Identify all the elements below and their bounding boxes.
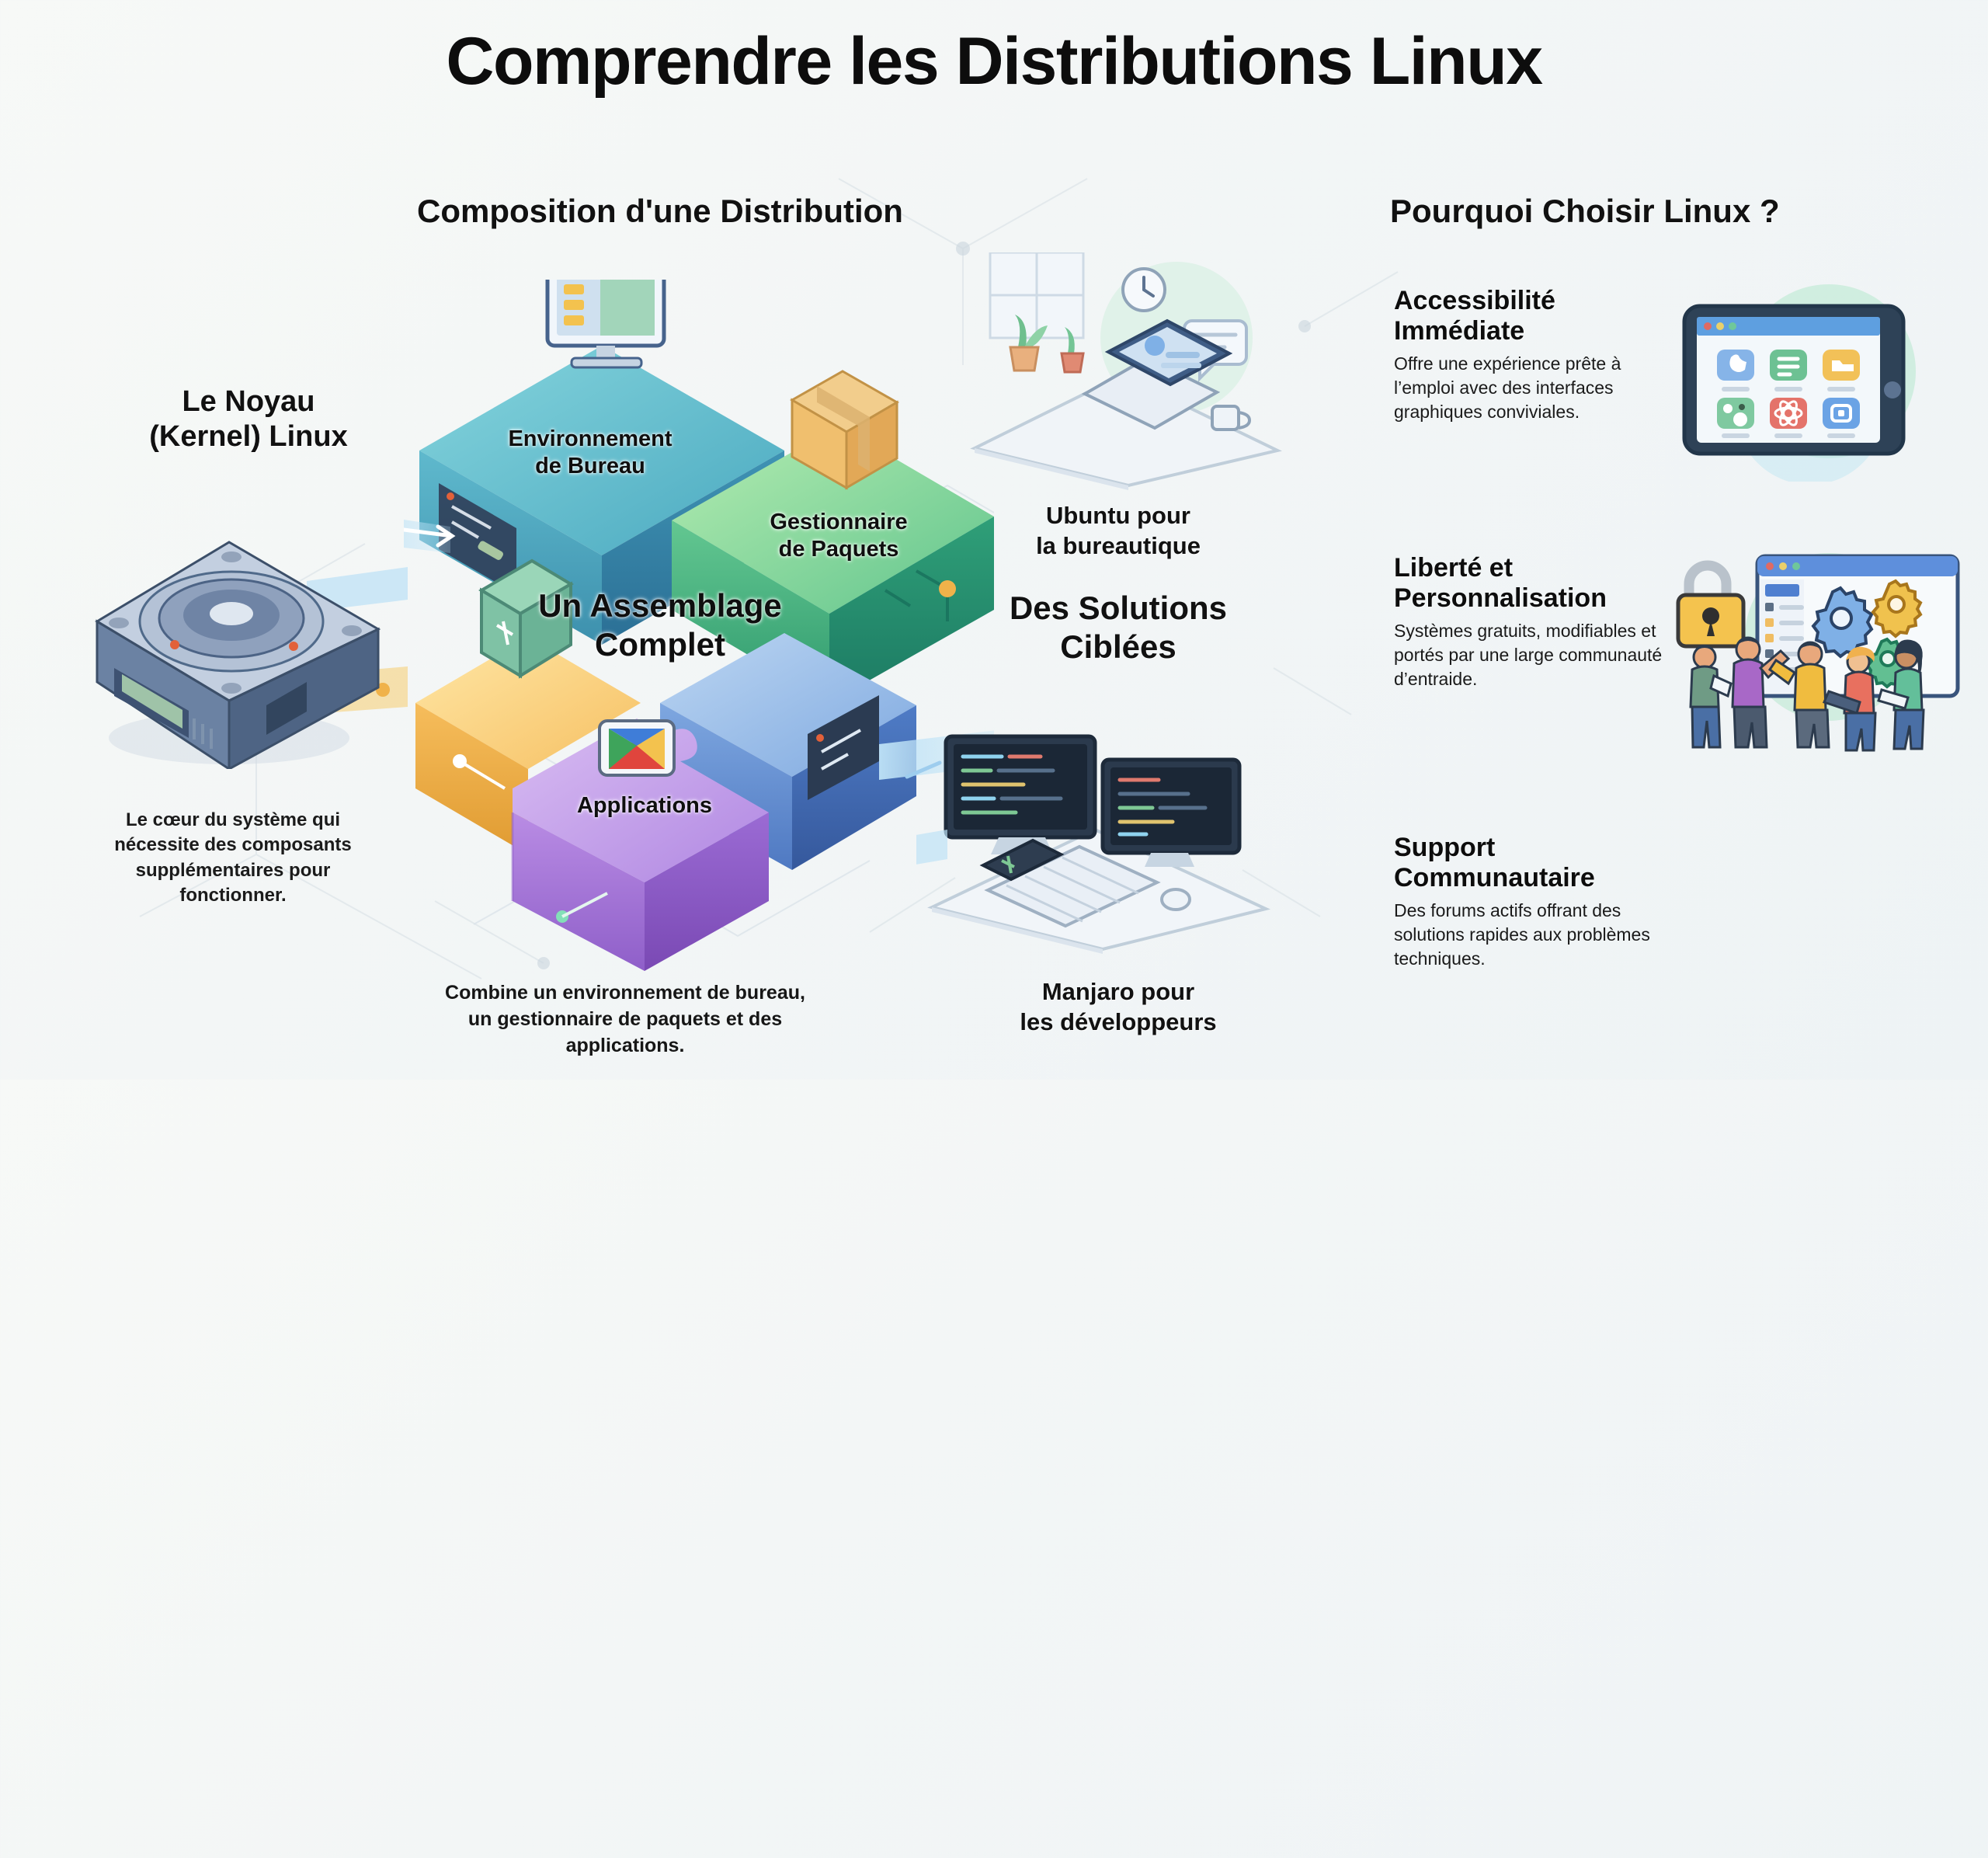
solutions-title-line1: Des Solutions	[1009, 590, 1228, 626]
section-heading-composition: Composition d'une Distribution	[417, 193, 903, 229]
kernel-title-line1: Le Noyau	[182, 385, 315, 418]
benefit-1-title-line1: Liberté et	[1394, 553, 1514, 583]
benefit-1-title-line2: Personnalisation	[1394, 583, 1607, 614]
benefit-0-title-line2: Immédiate	[1394, 316, 1525, 346]
section-heading-why-linux: Pourquoi Choisir Linux ?	[1390, 193, 1780, 229]
solutions-title-line2: Ciblées	[1060, 628, 1176, 666]
open-padlock-gears-people-icon	[1676, 553, 1960, 752]
ubuntu-caption-line1: Ubuntu pour	[1046, 502, 1190, 529]
manjaro-caption-line1: Manjaro pour	[1041, 978, 1195, 1005]
benefit-1-desc: Systèmes gratuits, modifiables et portés…	[1394, 620, 1663, 689]
page-title: Comprendre les Distributions Linux	[446, 24, 1543, 99]
benefit-0-title-line1: Accessibilité	[1394, 286, 1555, 315]
solutions-title: Des Solutions Ciblées	[955, 589, 1281, 667]
benefit-0-title: Accessibilité Immédiate	[1394, 286, 1673, 347]
assembly-caption: Combine un environnement de bureau, un g…	[445, 982, 805, 1056]
distribution-assembly-illustration	[404, 280, 994, 971]
benefit-freedom: Liberté et Personnalisation Systèmes gra…	[1394, 553, 1673, 691]
benefit-2-desc: Des forums actifs offrant des solutions …	[1394, 899, 1650, 969]
manjaro-caption-line2: les développeurs	[1020, 1007, 1217, 1035]
kernel-caption: Le cœur du système qui nécessite des com…	[114, 809, 352, 906]
ubuntu-caption: Ubuntu pour la bureautique	[955, 501, 1281, 562]
tablet-app-grid-icon	[1682, 284, 1916, 482]
benefit-2-title: Support Communautaire	[1394, 833, 1673, 894]
laptop-desk-office-icon	[970, 252, 1282, 490]
kernel-title-line2: (Kernel) Linux	[149, 419, 348, 453]
ubuntu-caption-line2: la bureautique	[1036, 531, 1201, 559]
manjaro-caption: Manjaro pour les développeurs	[955, 977, 1281, 1038]
cpu-chip-isometric-icon	[95, 541, 408, 769]
dual-monitor-code-icon	[916, 734, 1270, 954]
benefit-1-title: Liberté et Personnalisation	[1394, 553, 1673, 614]
benefit-0-desc: Offre une expérience prête à l’emploi av…	[1394, 353, 1621, 422]
benefit-accessibility: Accessibilité Immédiate Offre une expéri…	[1394, 286, 1673, 423]
benefit-2-title-line1: Support	[1394, 833, 1496, 862]
benefit-2-title-line2: Communautaire	[1394, 863, 1595, 893]
benefit-community-support: Support Communautaire Des forums actifs …	[1394, 833, 1673, 970]
kernel-title: Le Noyau (Kernel) Linux	[85, 384, 412, 454]
